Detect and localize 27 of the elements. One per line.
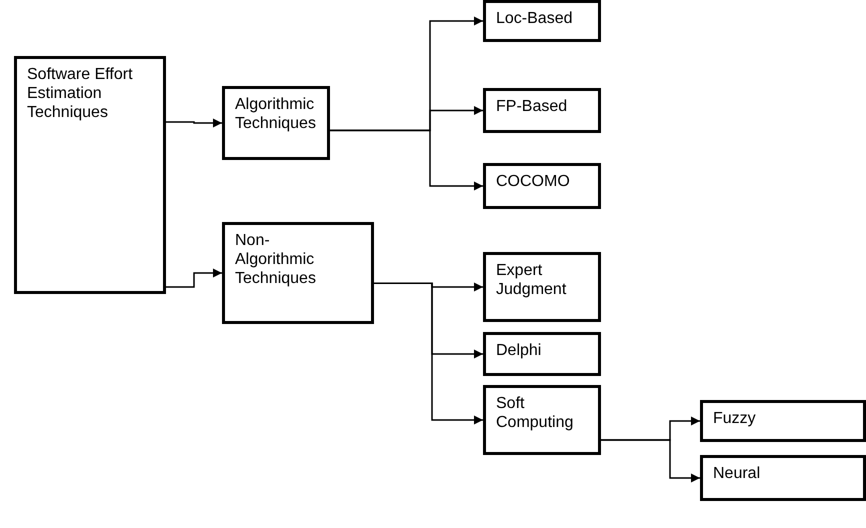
process-box — [222, 86, 330, 160]
process-box — [700, 455, 866, 501]
arrow — [166, 118, 222, 128]
box-label: FP-Based — [496, 97, 568, 116]
process-box — [483, 332, 601, 376]
process-box — [483, 88, 601, 133]
process-box — [483, 0, 601, 42]
box-label: Loc-Based — [496, 9, 574, 28]
box-label: Algorithmic Techniques — [235, 95, 317, 133]
box-label: Fuzzy — [713, 409, 757, 428]
arrow — [374, 282, 483, 424]
process-box — [700, 400, 866, 442]
process-box — [483, 385, 601, 455]
box-label: Neural — [713, 464, 762, 483]
box-label: Non- Algorithmic Techniques — [235, 231, 317, 288]
box-label: Expert Judgment — [496, 261, 568, 299]
process-box — [483, 163, 601, 209]
box-label: Delphi — [496, 341, 542, 360]
arrow — [166, 268, 222, 288]
box-label: Software Effort Estimation Techniques — [27, 65, 134, 122]
process-box — [14, 56, 166, 294]
arrow — [330, 130, 483, 190]
box-label: COCOMO — [496, 172, 571, 191]
arrow — [601, 439, 700, 482]
box-label: Soft Computing — [496, 394, 574, 432]
process-box — [483, 252, 601, 322]
process-box — [222, 222, 374, 324]
